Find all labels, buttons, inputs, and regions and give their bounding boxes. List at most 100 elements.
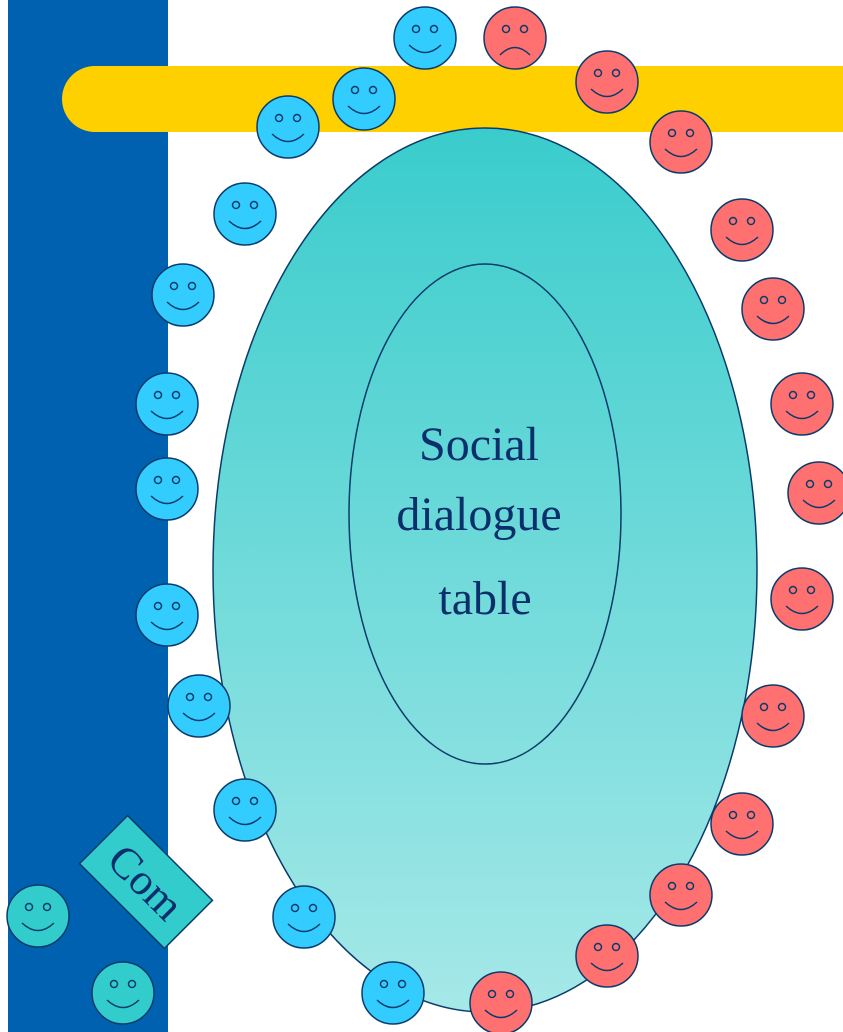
face-left-eye — [185, 692, 195, 702]
face-right-eye — [505, 989, 515, 999]
face-left-eye — [379, 979, 389, 989]
smiley-face-icon — [787, 461, 843, 525]
face-circle — [272, 885, 336, 949]
face-mouth — [664, 148, 698, 158]
face-left-eye — [805, 479, 815, 489]
face-left-eye — [728, 810, 738, 820]
face-circle — [649, 110, 713, 174]
face-right-eye — [292, 113, 302, 123]
table-label-line-2: dialogue — [396, 488, 561, 541]
face-right-eye — [806, 585, 816, 595]
face-circle — [575, 924, 639, 988]
face-left-eye — [24, 902, 34, 912]
face-left-eye — [153, 601, 163, 611]
face-left-eye — [231, 200, 241, 210]
face-circle — [741, 684, 805, 748]
face-right-eye — [203, 692, 213, 702]
face-mouth — [150, 621, 184, 631]
face-circle — [213, 778, 277, 842]
face-circle — [393, 6, 457, 70]
face-left-eye — [274, 113, 284, 123]
face-left-eye — [593, 942, 603, 952]
smiley-face-icon — [213, 778, 277, 842]
smiley-face-icon — [575, 924, 639, 988]
face-mouth — [106, 999, 140, 1009]
face-circle — [91, 961, 155, 1025]
smiley-face-icon — [135, 583, 199, 647]
face-circle — [787, 461, 843, 525]
face-right-eye — [127, 979, 137, 989]
face-left-eye — [788, 390, 798, 400]
face-circle — [332, 67, 396, 131]
face-left-eye — [169, 281, 179, 291]
face-mouth — [756, 722, 790, 732]
face-mouth — [725, 236, 759, 246]
face-mouth — [347, 105, 381, 115]
face-right-eye — [171, 390, 181, 400]
smiley-face-icon — [6, 884, 70, 948]
face-right-eye — [171, 475, 181, 485]
smiley-face-icon — [272, 885, 336, 949]
smiley-face-icon — [213, 182, 277, 246]
face-right-eye — [187, 281, 197, 291]
top-horizontal-bar — [62, 66, 843, 132]
face-left-eye — [667, 881, 677, 891]
face-left-eye — [411, 24, 421, 34]
face-mouth — [499, 46, 531, 56]
face-mouth — [725, 830, 759, 840]
face-mouth — [150, 495, 184, 505]
participant-faces — [6, 6, 843, 1032]
face-circle — [575, 50, 639, 114]
smiley-face-icon — [256, 95, 320, 159]
face-mouth — [228, 220, 262, 230]
com-badge-box — [78, 814, 214, 950]
smiley-face-icon — [151, 263, 215, 327]
smiley-face-icon — [135, 457, 199, 521]
face-mouth — [21, 922, 55, 932]
face-circle — [741, 277, 805, 341]
face-right-eye — [397, 979, 407, 989]
sad-face-icon — [483, 6, 547, 70]
face-circle — [361, 961, 425, 1025]
face-circle — [483, 6, 547, 70]
face-right-eye — [746, 810, 756, 820]
face-left-eye — [109, 979, 119, 989]
face-left-eye — [153, 390, 163, 400]
face-mouth — [182, 712, 216, 722]
smiley-face-icon — [649, 110, 713, 174]
face-left-eye — [788, 585, 798, 595]
smiley-face-icon — [361, 961, 425, 1025]
smiley-face-icon — [393, 6, 457, 70]
face-right-eye — [611, 68, 621, 78]
face-right-eye — [746, 216, 756, 226]
face-left-eye — [501, 24, 511, 34]
face-right-eye — [429, 24, 439, 34]
dialogue-table-inner — [348, 263, 622, 765]
face-circle — [135, 457, 199, 521]
face-right-eye — [685, 881, 695, 891]
face-mouth — [166, 301, 200, 311]
face-circle — [710, 198, 774, 262]
face-mouth — [785, 410, 819, 420]
table-label-line-3: table — [438, 572, 531, 625]
face-right-eye — [777, 295, 787, 305]
face-circle — [256, 95, 320, 159]
smiley-face-icon — [332, 67, 396, 131]
face-right-eye — [823, 479, 833, 489]
face-mouth — [376, 999, 410, 1009]
table-label-line-1: Social — [419, 418, 539, 471]
face-right-eye — [249, 200, 259, 210]
face-circle — [770, 372, 834, 436]
face-right-eye — [368, 85, 378, 95]
face-right-eye — [171, 601, 181, 611]
smiley-face-icon — [770, 372, 834, 436]
face-left-eye — [350, 85, 360, 95]
face-mouth — [408, 44, 442, 54]
face-circle — [649, 863, 713, 927]
face-left-eye — [290, 903, 300, 913]
face-circle — [469, 971, 533, 1032]
face-left-eye — [487, 989, 497, 999]
face-left-eye — [667, 128, 677, 138]
face-mouth — [590, 88, 624, 98]
